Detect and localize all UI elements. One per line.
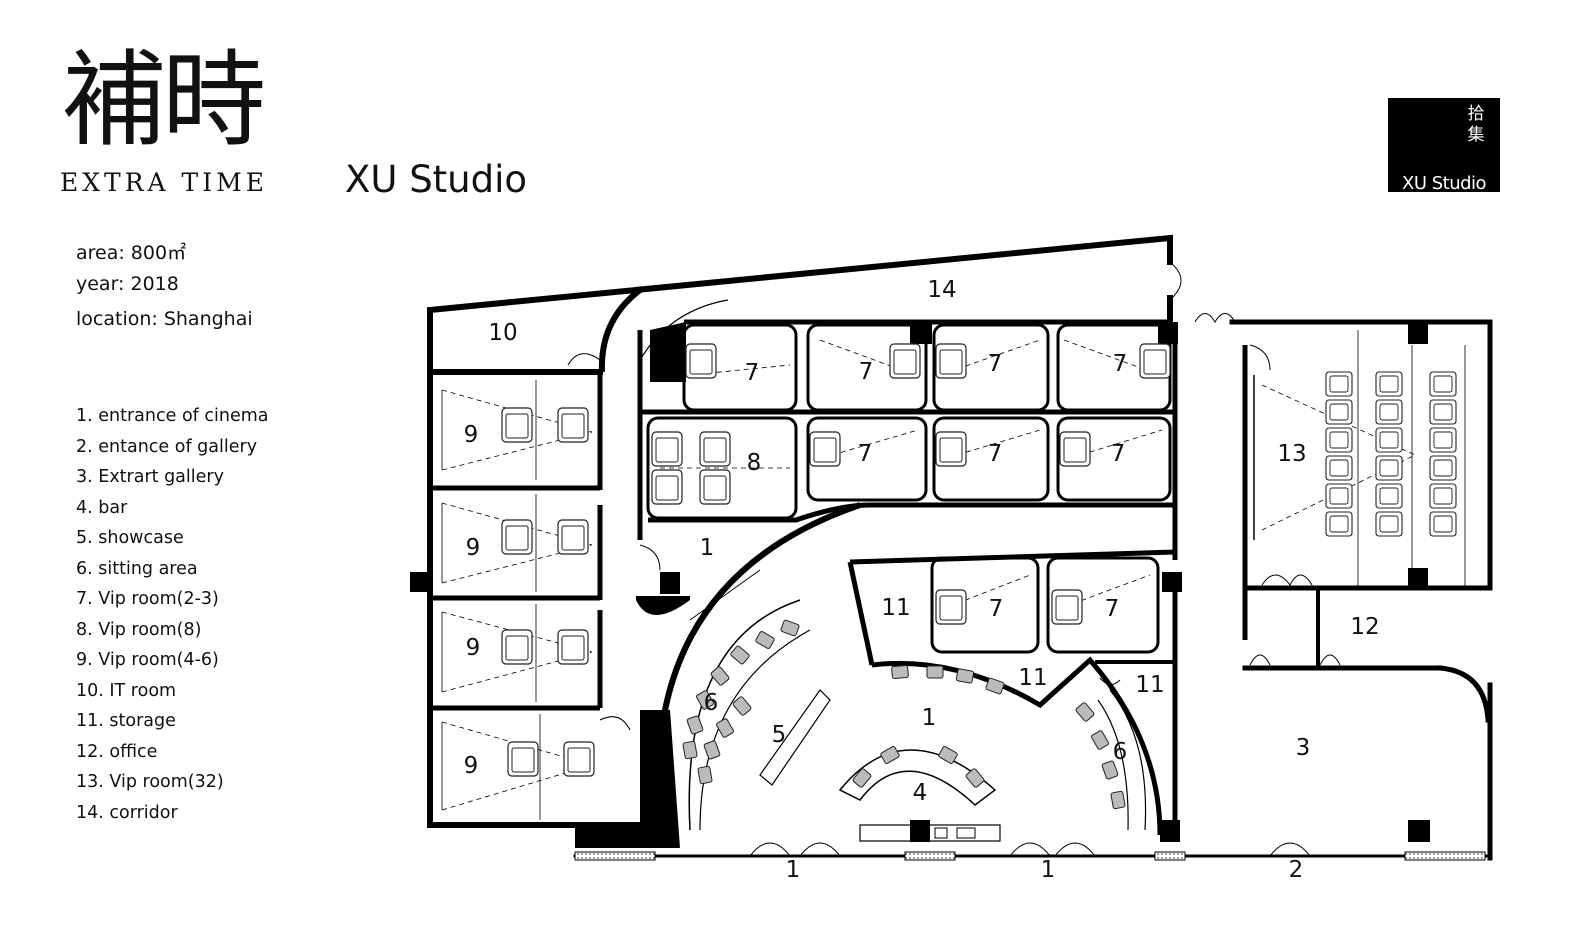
label-vip-room: 7 — [859, 359, 874, 385]
label-vip-room-46: 9 — [466, 535, 481, 561]
legend-item: 13. Vip room(32) — [76, 772, 224, 792]
label-sitting-area: 6 — [704, 690, 719, 716]
studio-title: XU Studio — [345, 158, 528, 201]
label-vip-room: 7 — [988, 441, 1003, 467]
label-gallery: 3 — [1296, 735, 1311, 761]
showcase — [759, 689, 831, 786]
label-office: 12 — [1350, 614, 1379, 640]
vip-room-sofas — [651, 343, 1171, 505]
label-entrance-gallery: 2 — [1289, 857, 1304, 883]
vip-room-46-sofas — [501, 407, 595, 777]
label-lobby: 1 — [922, 705, 937, 731]
sitting-area-stools — [682, 619, 1126, 810]
project-area: area: 800㎡ — [76, 242, 187, 264]
logo-english: EXTRA TIME — [60, 168, 268, 197]
exterior-walls — [427, 234, 1493, 861]
door-swings — [567, 263, 1341, 857]
label-vip-room: 7 — [858, 441, 873, 467]
label-vip-room: 7 — [1113, 351, 1128, 377]
legend-item: 2. entance of gallery — [76, 437, 258, 457]
label-bar: 4 — [913, 780, 928, 806]
legend-item: 11. storage — [76, 711, 176, 731]
label-entrance-cinema: 1 — [786, 857, 801, 883]
lobby-arcs — [655, 502, 1147, 831]
label-it-room: 10 — [488, 320, 517, 346]
facade-glazing — [574, 851, 1486, 861]
legend-item: 5. showcase — [76, 528, 184, 548]
badge-chinese: 拾集 — [1467, 104, 1485, 145]
logo-chinese: 補時 — [62, 39, 266, 161]
label-vip-room: 7 — [988, 351, 1003, 377]
middle-vip-sofas — [935, 589, 1083, 625]
label-storage: 11 — [881, 595, 910, 621]
structural-columns — [410, 322, 1430, 848]
legend-item: 8. Vip room(8) — [76, 620, 202, 640]
label-entrance-cinema: 1 — [1041, 857, 1056, 883]
project-location: location: Shanghai — [76, 308, 253, 330]
label-vip-room: 7 — [745, 360, 760, 386]
room-labels: 14 10 7 7 7 7 8 7 7 7 9 9 9 9 1 13 12 11… — [464, 277, 1380, 883]
legend-item: 10. IT room — [76, 681, 177, 701]
label-corridor: 14 — [927, 277, 956, 303]
label-vip-room: 7 — [989, 596, 1004, 622]
label-showcase: 5 — [772, 722, 787, 748]
legend-item: 4. bar — [76, 498, 128, 518]
label-entrance-cinema: 1 — [700, 535, 715, 561]
vip-room-32-seats — [1325, 371, 1457, 537]
legend-item: 7. Vip room(2-3) — [76, 589, 219, 609]
label-vip-room: 7 — [1111, 441, 1126, 467]
label-vip-room: 7 — [1105, 596, 1120, 622]
legend-item: 1. entrance of cinema — [76, 406, 269, 426]
label-storage: 11 — [1018, 665, 1047, 691]
studio-badge-logo: 拾集 XU Studio — [1388, 98, 1500, 194]
label-vip-room-46: 9 — [466, 635, 481, 661]
legend-item: 3. Extrart gallery — [76, 467, 224, 487]
label-vip-room-46: 9 — [464, 753, 479, 779]
legend-item: 12. office — [76, 742, 158, 762]
legend-item: 9. Vip room(4-6) — [76, 650, 219, 670]
middle-block — [847, 549, 1178, 840]
label-sitting-area: 6 — [1113, 739, 1128, 765]
legend-item: 6. sitting area — [76, 559, 198, 579]
label-vip-room-8: 8 — [747, 450, 762, 476]
badge-english: XU Studio — [1402, 173, 1487, 194]
label-vip-room-32: 13 — [1277, 441, 1306, 467]
project-year: year: 2018 — [76, 273, 179, 295]
label-vip-room-46: 9 — [464, 422, 479, 448]
label-storage: 11 — [1135, 672, 1164, 698]
it-room-curve — [598, 287, 729, 373]
legend-item: 14. corridor — [76, 803, 178, 823]
